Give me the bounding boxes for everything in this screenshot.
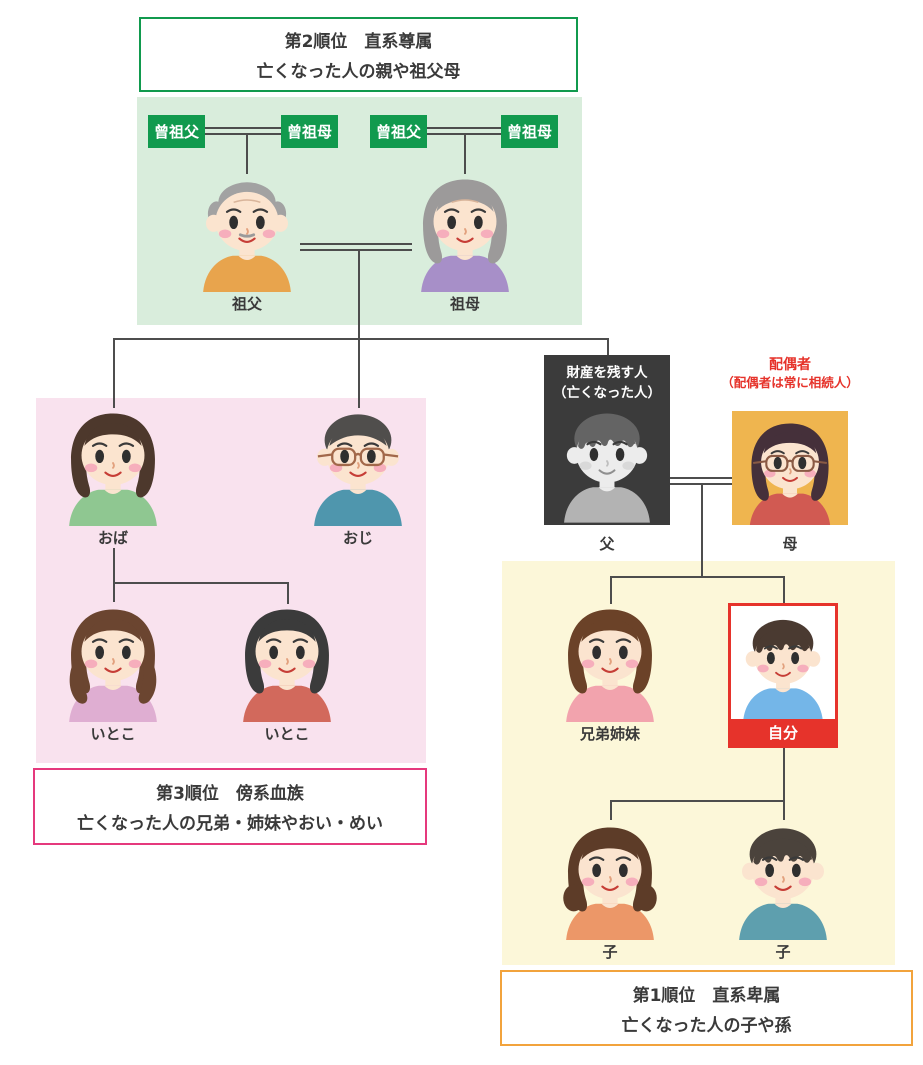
spouse-caption-line2: （配偶者は常に相続人） bbox=[721, 374, 859, 390]
spouse-caption: 配偶者 （配偶者は常に相続人） bbox=[692, 356, 888, 392]
connector-grandparents-down bbox=[358, 249, 360, 339]
spouse-caption-line1: 配偶者 bbox=[769, 357, 811, 373]
marriage-line-grandparents bbox=[300, 243, 412, 245]
marriage-line-grandparents-b bbox=[300, 249, 412, 251]
grandfather-label: 祖父 bbox=[231, 295, 262, 313]
grandmother-label: 祖母 bbox=[449, 295, 480, 313]
father-label: 父 bbox=[599, 535, 615, 553]
rank2-title-box: 第2順位 直系尊属 亡くなった人の親や祖父母 bbox=[139, 17, 578, 92]
self-box: 自分 bbox=[728, 603, 838, 748]
connector-cousins-horizontal bbox=[113, 582, 288, 584]
connector-aunt-down bbox=[113, 548, 115, 602]
child1-label: 子 bbox=[602, 943, 618, 961]
self-label: 自分 bbox=[731, 719, 835, 745]
grandmother-avatar bbox=[406, 168, 524, 292]
marriage-line-greatgrandparents-1 bbox=[205, 127, 281, 129]
child2-label: 子 bbox=[775, 943, 791, 961]
child2-avatar bbox=[724, 816, 842, 940]
self-avatar bbox=[731, 608, 835, 722]
rank3-title-line2: 亡くなった人の兄弟・姉妹やおい・めい bbox=[77, 814, 383, 834]
cousin1-node: いとこ bbox=[54, 598, 172, 744]
child1-avatar bbox=[551, 816, 669, 940]
cousin1-avatar bbox=[54, 598, 172, 722]
sibling-node: 兄弟姉妹 bbox=[551, 598, 669, 744]
cousin2-label: いとこ bbox=[264, 725, 310, 743]
cousin2-node: いとこ bbox=[228, 598, 346, 744]
deceased-person-box: 財産を残す人 （亡くなった人） bbox=[544, 355, 670, 525]
connector-to-father bbox=[607, 338, 609, 357]
connector-to-child1 bbox=[610, 800, 612, 820]
marriage-line-greatgrandparents-2b bbox=[427, 133, 501, 135]
rank2-title-line1: 第2順位 直系尊属 bbox=[284, 32, 433, 52]
connector-children-of-parents-horizontal bbox=[610, 576, 784, 578]
connector-to-cousin2 bbox=[287, 582, 289, 604]
deceased-caption-line1: 財産を残す人 bbox=[566, 365, 648, 381]
grandfather-avatar bbox=[188, 168, 306, 292]
connector-to-self bbox=[783, 576, 785, 604]
rank1-title-line1: 第1順位 直系卑属 bbox=[632, 985, 781, 1006]
sibling-avatar bbox=[551, 598, 669, 722]
cousin1-label: いとこ bbox=[90, 725, 136, 743]
child2-node: 子 bbox=[724, 816, 842, 962]
sibling-label: 兄弟姉妹 bbox=[579, 725, 640, 743]
marriage-line-greatgrandparents-1b bbox=[205, 133, 281, 135]
rank3-title-line1: 第3順位 傍系血族 bbox=[156, 784, 304, 804]
marriage-line-parents bbox=[670, 477, 732, 479]
uncle-label: おじ bbox=[342, 529, 373, 547]
rank3-title-box: 第3順位 傍系血族 亡くなった人の兄弟・姉妹やおい・めい bbox=[33, 768, 427, 845]
connector-generation2-horizontal bbox=[113, 338, 608, 340]
aunt-avatar bbox=[54, 402, 172, 526]
connector-to-grandfather bbox=[246, 134, 248, 174]
great-grandfather-label-1: 曾祖父 bbox=[148, 115, 205, 148]
cousin2-avatar bbox=[228, 598, 346, 722]
connector-to-aunt bbox=[113, 338, 115, 408]
child1-node: 子 bbox=[551, 816, 669, 962]
great-grandmother-label-1: 曾祖母 bbox=[281, 115, 338, 148]
great-grandmother-label-2: 曾祖母 bbox=[501, 115, 558, 148]
mother-label: 母 bbox=[782, 535, 798, 553]
aunt-node: おば bbox=[54, 402, 172, 548]
connector-children-horizontal bbox=[610, 800, 784, 802]
uncle-node: おじ bbox=[299, 402, 417, 548]
rank2-title-line2: 亡くなった人の親や祖父母 bbox=[256, 62, 461, 82]
grandmother-node: 祖母 bbox=[406, 168, 524, 314]
uncle-avatar bbox=[299, 402, 417, 526]
aunt-label: おば bbox=[97, 529, 128, 547]
great-grandfather-label-2: 曾祖父 bbox=[370, 115, 427, 148]
deceased-caption-line2: （亡くなった人） bbox=[553, 385, 661, 402]
father-avatar bbox=[551, 401, 663, 523]
connector-to-uncle bbox=[358, 338, 360, 408]
grandfather-node: 祖父 bbox=[188, 168, 306, 314]
rank1-title-line2: 亡くなった人の子や孫 bbox=[621, 1015, 792, 1036]
mother-avatar bbox=[736, 413, 844, 525]
connector-to-grandmother bbox=[464, 134, 466, 174]
connector-parents-down bbox=[701, 483, 703, 577]
connector-to-sibling bbox=[610, 576, 612, 604]
marriage-line-greatgrandparents-2 bbox=[427, 127, 501, 129]
rank1-title-box: 第1順位 直系卑属 亡くなった人の子や孫 bbox=[500, 970, 913, 1046]
connector-self-down bbox=[783, 748, 785, 820]
spouse-box bbox=[732, 411, 848, 525]
